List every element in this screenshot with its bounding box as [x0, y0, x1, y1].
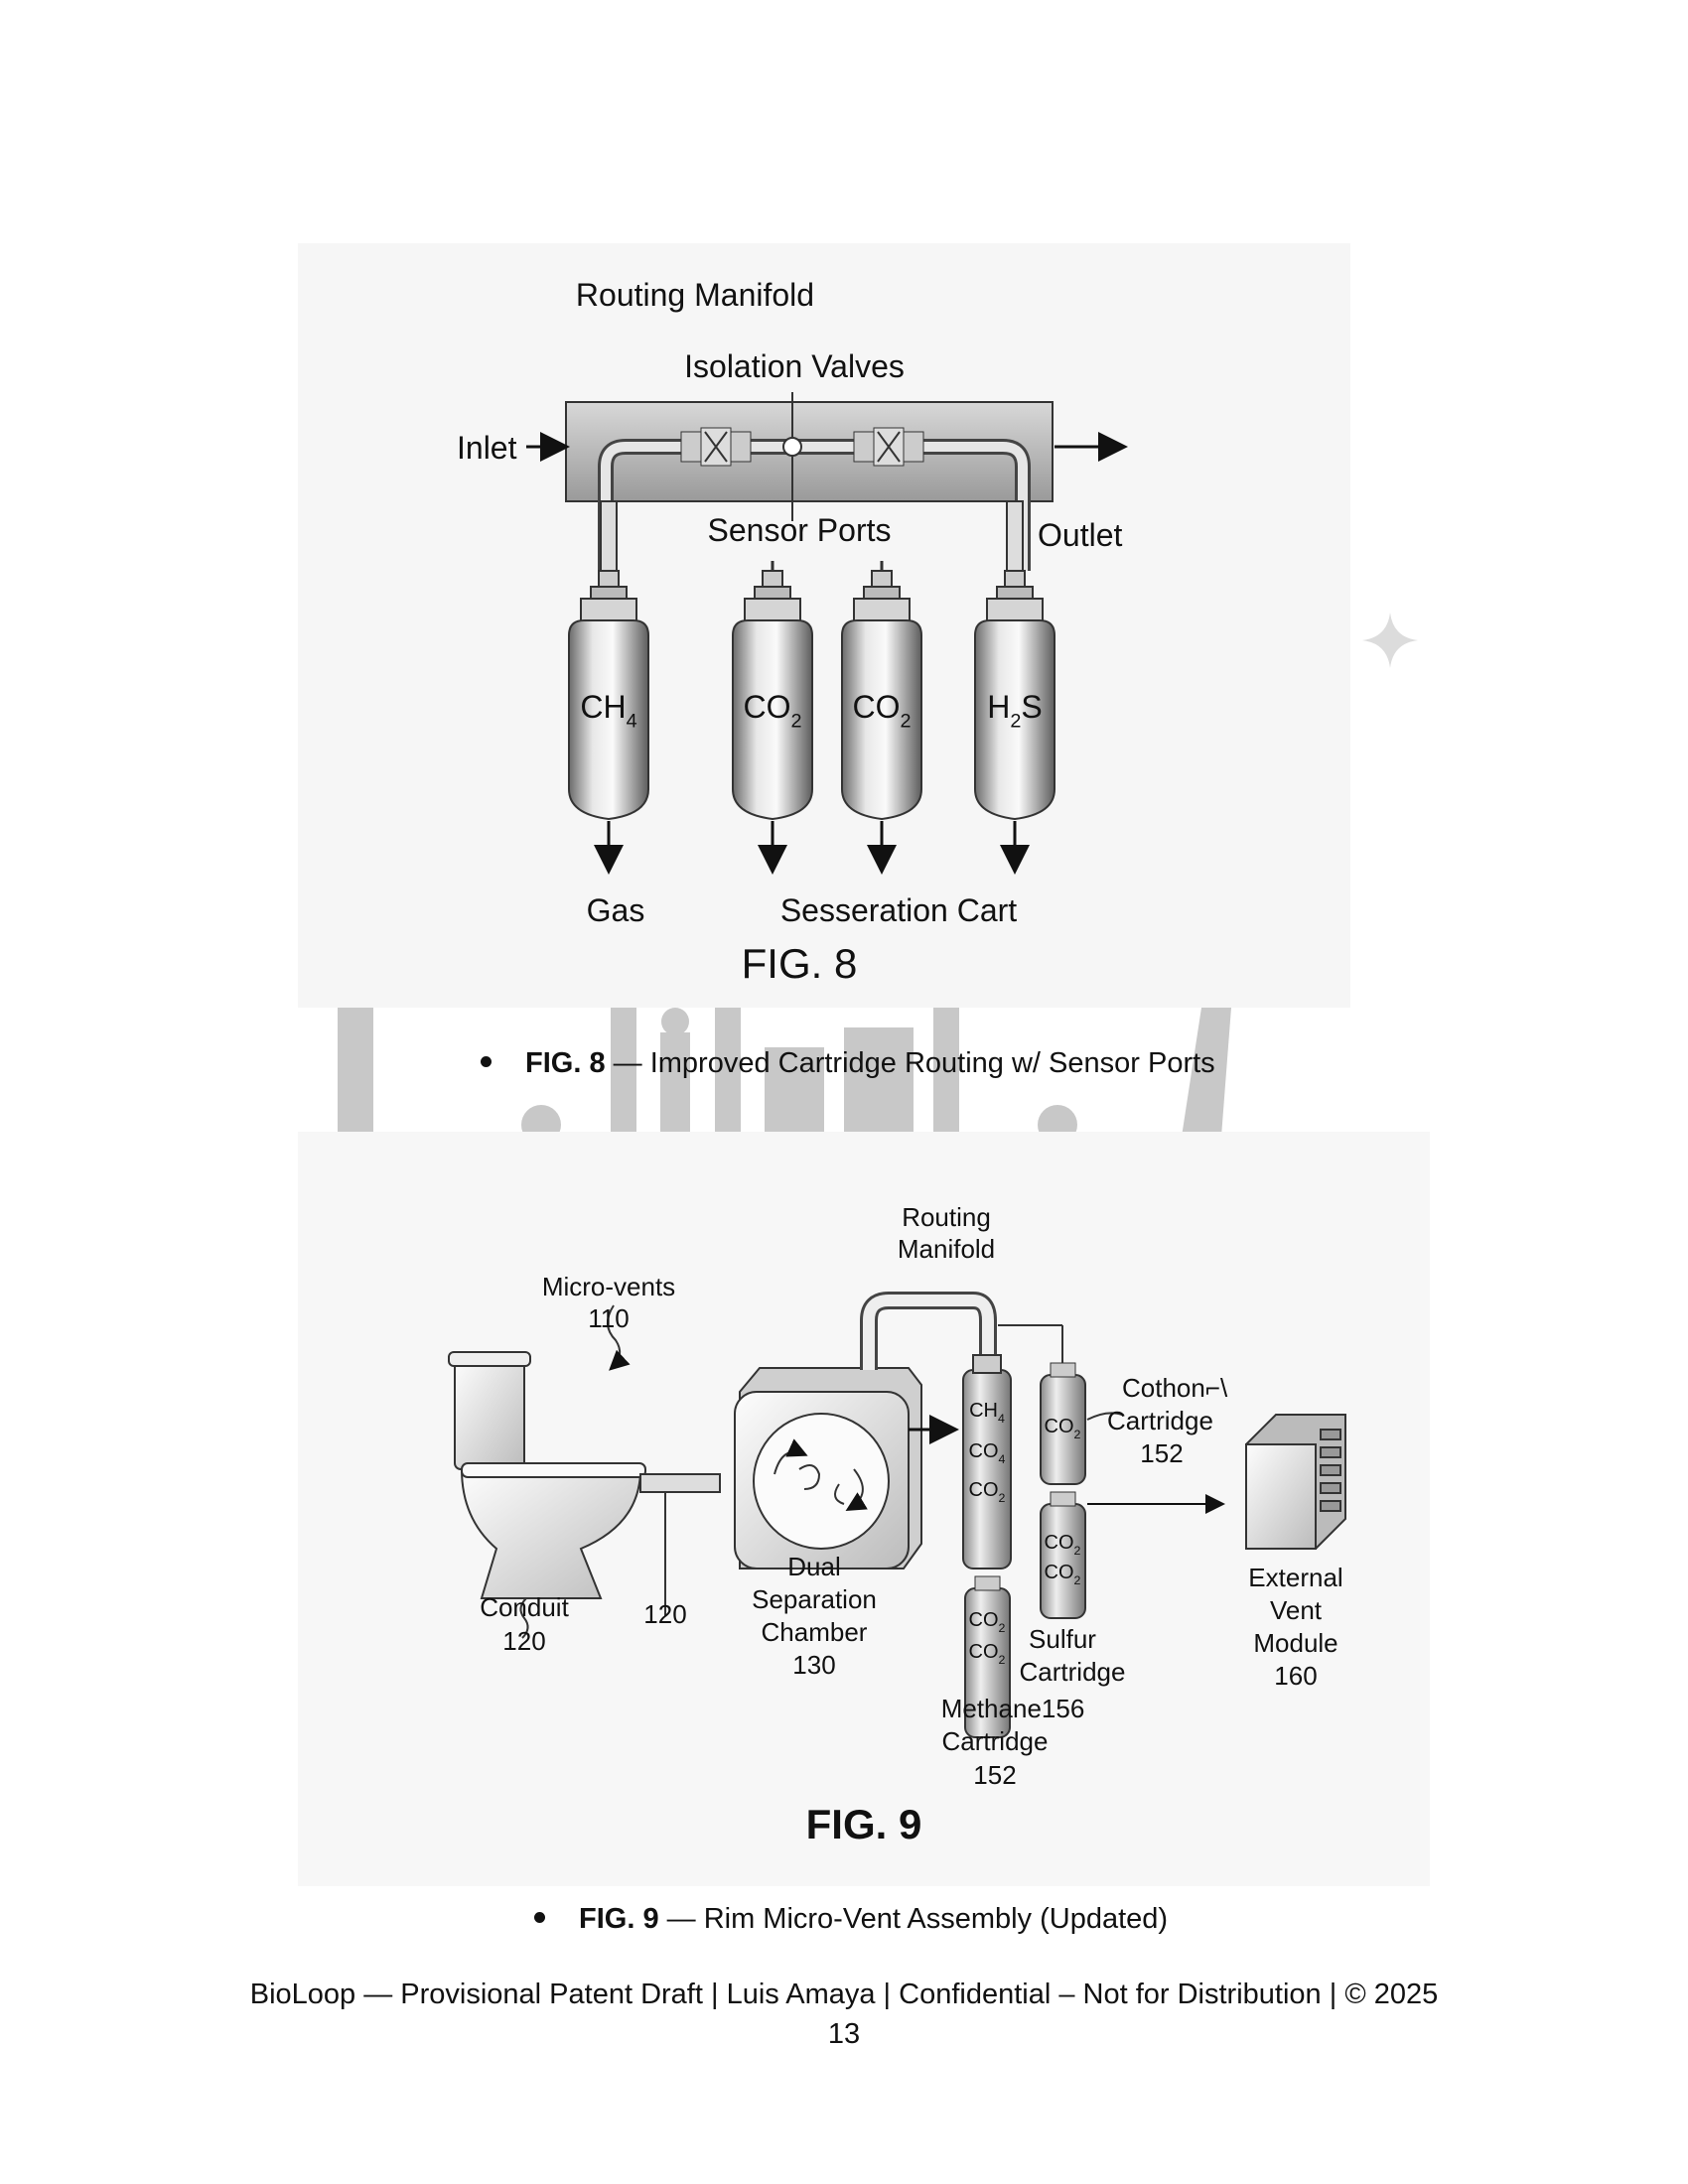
conduit-label-1: Conduit: [480, 1592, 569, 1622]
dual-label-2: Separation: [752, 1584, 877, 1614]
conduit-ref-label: 120: [643, 1599, 686, 1629]
page-number: 13: [0, 2018, 1688, 2051]
micro-vents-label-1: Micro-vents: [542, 1272, 675, 1301]
methane-label-2: Cartridge: [942, 1726, 1049, 1756]
sulfur-label-2: Cartridge: [1020, 1657, 1126, 1687]
cothon-label-3: 152: [1140, 1438, 1183, 1468]
figure-9-panel: CH4CO4CO2 CO2 CO2CO2 CO2CO2 Routing Mani…: [298, 1132, 1430, 1886]
dual-separation-chamber: [735, 1368, 921, 1569]
isolation-valve-right: [854, 428, 923, 466]
outlet-label: Outlet: [1038, 517, 1122, 553]
fig9-routing-label-2: Manifold: [898, 1234, 995, 1264]
gas-cartridge: H2S: [975, 501, 1055, 869]
figure-8-panel: Routing Manifold Isolation Valves Inlet …: [298, 243, 1350, 1008]
external-label-4: 160: [1274, 1661, 1317, 1691]
conduit-pipe: [640, 1474, 720, 1492]
bullet-icon: [481, 1056, 492, 1067]
external-label-3: Module: [1253, 1628, 1337, 1658]
gas-cartridge: CH4: [569, 501, 648, 869]
gas-cartridge: CO2: [842, 561, 921, 869]
isolation-valve-left: [681, 428, 751, 466]
figure-9-drawing: CH4CO4CO2 CO2 CO2CO2 CO2CO2 Routing Mani…: [298, 1132, 1430, 1886]
fig8-label: FIG. 8: [742, 940, 858, 987]
dual-label-3: Chamber: [762, 1617, 868, 1647]
dual-label-4: 130: [792, 1650, 835, 1680]
figure-8-drawing: Routing Manifold Isolation Valves Inlet …: [298, 243, 1350, 1008]
caption8-fig-ref: FIG. 8: [525, 1047, 606, 1079]
external-label-2: Vent: [1270, 1595, 1323, 1625]
sparkle-icon: [1360, 611, 1420, 670]
sensor-ports-label: Sensor Ports: [708, 512, 892, 548]
isolation-valves-label: Isolation Valves: [684, 348, 905, 384]
caption9-text: — Rim Micro-Vent Assembly (Updated): [659, 1903, 1168, 1935]
cothon-label-2: Cartridge: [1107, 1406, 1213, 1435]
bullet-icon: [534, 1912, 545, 1923]
external-vent-module: [1246, 1415, 1345, 1549]
inlet-label: Inlet: [457, 430, 517, 466]
gas-label: Gas: [587, 892, 645, 928]
caption8-text: — Improved Cartridge Routing w/ Sensor P…: [606, 1047, 1215, 1079]
methane-label-3: 152: [973, 1760, 1016, 1790]
gas-cartridge: CO2: [733, 561, 812, 869]
external-label-1: External: [1248, 1563, 1342, 1592]
micro-vents-label-2: 110: [588, 1303, 629, 1333]
methane-label-1: Methane156: [941, 1694, 1085, 1723]
sulfur-label-1: Sulfur: [1029, 1624, 1096, 1654]
cothon-label-1: Cothon⌐\: [1122, 1373, 1228, 1403]
caption9-fig-ref: FIG. 9: [579, 1903, 659, 1935]
sesseration-cart-label: Sesseration Cart: [780, 892, 1017, 928]
fig9-label: FIG. 9: [806, 1801, 922, 1847]
toilet-illustration: [449, 1352, 645, 1598]
page-footer: BioLoop — Provisional Patent Draft | Lui…: [0, 1979, 1688, 2011]
fig9-routing-label-1: Routing: [902, 1202, 991, 1232]
dual-label-1: Dual: [787, 1552, 840, 1581]
sensor-node: [783, 438, 801, 456]
cartridge-row: CH4 CO2 CO2 H2S: [569, 501, 1055, 869]
conduit-label-2: 120: [502, 1626, 545, 1656]
routing-manifold-label: Routing Manifold: [576, 277, 814, 313]
